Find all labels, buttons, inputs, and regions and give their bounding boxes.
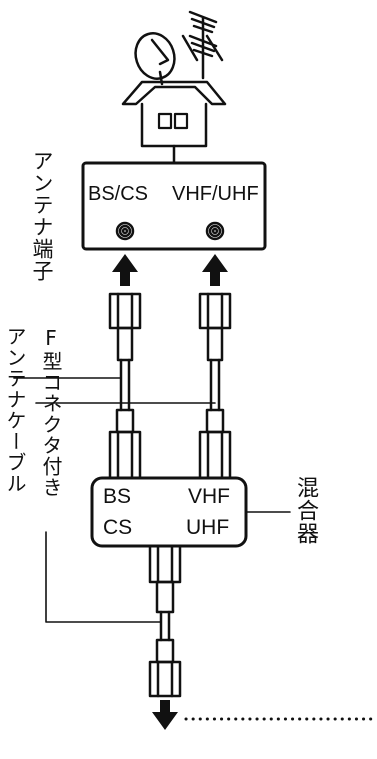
mixer-label-cs: CS <box>103 516 133 539</box>
port-socket-icon <box>115 221 225 241</box>
terminal-port-bs-cs: BS/CS <box>88 183 149 205</box>
leader-lines <box>13 377 291 623</box>
mixer-label-vhf: VHF <box>188 485 230 508</box>
arrow-up-icon <box>112 254 138 286</box>
satellite-dish-icon <box>134 32 176 86</box>
terminal-port-vhf-uhf: VHF/UHF <box>172 183 259 205</box>
mixer-label-uhf: UHF <box>186 516 230 539</box>
arrow-down-icon <box>152 700 178 730</box>
arrow-up-icon <box>202 254 228 286</box>
cable-label-column-2: アンテナケーブル <box>3 326 27 494</box>
tv-antenna-icon <box>181 10 224 80</box>
antenna-terminal-box <box>81 161 267 251</box>
f-connector-cable-right <box>198 292 232 412</box>
mixer-label: 混合器 <box>293 476 318 545</box>
house-icon <box>121 80 227 148</box>
cable-label-column-1: F型コネクタ付き <box>39 326 63 498</box>
f-connector-cable-left <box>108 292 142 412</box>
mixer-label-bs: BS <box>103 485 132 508</box>
antenna-terminal-label: アンテナ端子 <box>30 150 54 282</box>
